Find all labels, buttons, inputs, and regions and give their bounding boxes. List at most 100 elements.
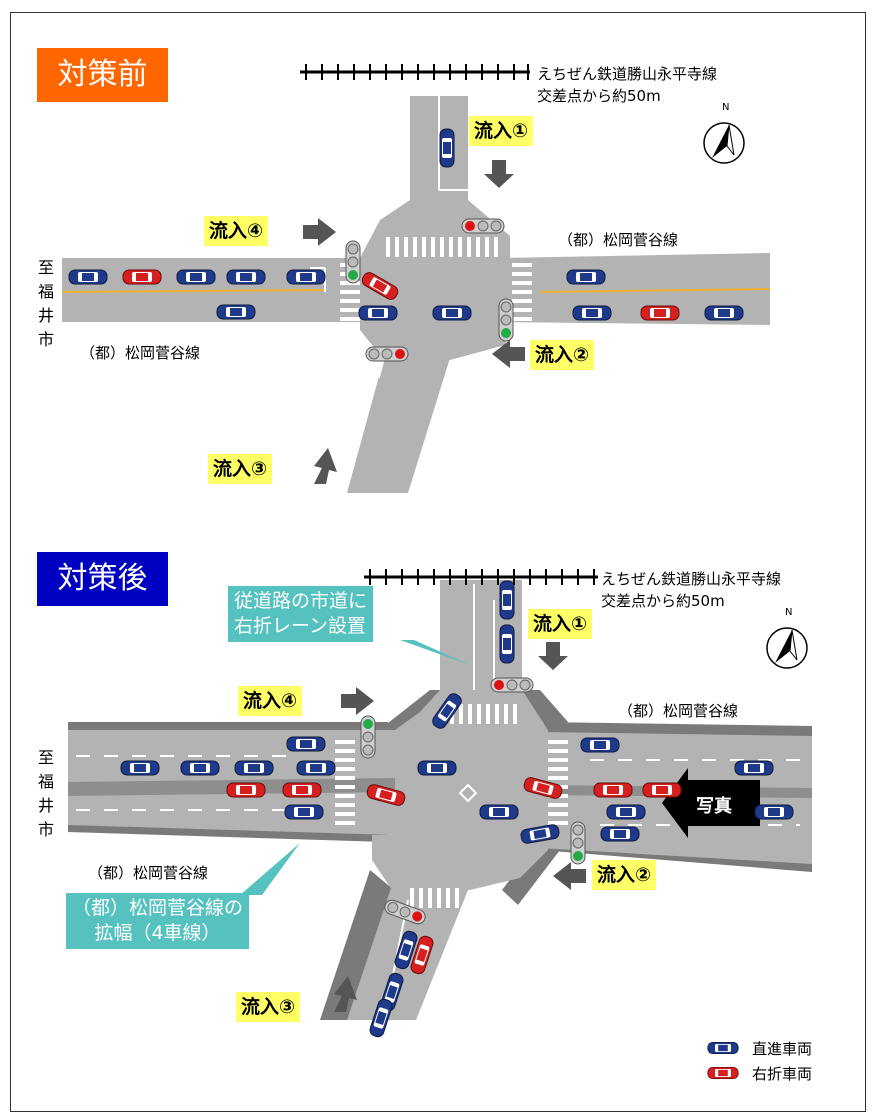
car-icon [358, 305, 398, 321]
callout-road-widening: （都）松岡菅谷線の 拡幅（4車線） [66, 893, 250, 949]
car-icon [642, 782, 682, 798]
car-icon [180, 760, 220, 776]
car-icon [479, 804, 519, 820]
railway-icon [300, 64, 530, 80]
arrow-icon [303, 218, 336, 246]
railway-icon [364, 569, 598, 585]
arrow-icon [492, 340, 525, 368]
callout-line: （都）松岡菅谷線の [72, 897, 244, 919]
inflow-3-label: 流入③ [208, 454, 273, 484]
callout-line: 右折レーン設置 [234, 615, 367, 637]
legend-right-label: 右折車両 [752, 1065, 813, 1083]
north-arrow-icon [703, 122, 745, 164]
photo-arrow-icon [662, 768, 760, 838]
north-label: N [785, 607, 793, 618]
inflow-1-label: 流入① [469, 116, 534, 146]
arrow-icon [334, 976, 357, 1012]
arrow-icon [341, 687, 374, 715]
car-icon [593, 782, 633, 798]
car-icon [432, 305, 472, 321]
callout-line: 従道路の市道に [234, 590, 368, 612]
after-badge: 対策後 [37, 552, 168, 606]
to-fukui-char: 井 [37, 306, 54, 325]
car-icon [572, 305, 612, 321]
car-icon [282, 782, 322, 798]
arrow-icon [538, 642, 568, 670]
car-icon [580, 737, 620, 753]
callout-right-turn-lane: 従道路の市道に 右折レーン設置 [228, 586, 374, 642]
road-name-west: （都）松岡菅谷線 [80, 344, 201, 362]
traffic-signal-icon [365, 346, 409, 362]
car-icon [606, 804, 646, 820]
car-icon [734, 760, 774, 776]
car-icon [68, 269, 108, 285]
traffic-signal-icon [490, 677, 534, 693]
car-icon [284, 804, 324, 820]
callout-line: 拡幅（4車線） [94, 922, 221, 944]
car-icon [226, 269, 266, 285]
car-icon [216, 304, 256, 320]
to-fukui-label: 至 福 井 市 [36, 746, 56, 842]
car-icon [120, 760, 160, 776]
after-section [68, 569, 812, 1039]
intersection-box [372, 690, 548, 890]
car-icon [122, 269, 162, 285]
road-name-east: （都）松岡菅谷線 [618, 702, 739, 720]
railway-label-line2: 交差点から約50m [601, 592, 725, 610]
car-icon [499, 624, 515, 664]
north-arrow-icon [766, 627, 808, 669]
road-name-west: （都）松岡菅谷線 [88, 864, 209, 882]
car-icon [640, 305, 680, 321]
car-icon [286, 736, 326, 752]
to-fukui-char: 井 [37, 796, 54, 815]
car-icon [176, 269, 216, 285]
railway-label-line1: えちぜん鉄道勝山永平寺線 [537, 65, 718, 83]
to-fukui-label: 至 福 井 市 [36, 256, 56, 352]
north-label: N [722, 102, 730, 113]
road-south [347, 358, 450, 493]
to-fukui-char: 福 [37, 282, 54, 301]
legend-straight-icon [707, 1042, 739, 1054]
to-fukui-char: 至 [37, 258, 54, 277]
before-badge: 対策前 [37, 48, 168, 102]
legend-straight-label: 直進車両 [752, 1040, 813, 1058]
arrow-icon [314, 448, 337, 484]
to-fukui-char: 至 [37, 748, 54, 767]
car-icon [417, 760, 457, 776]
car-icon [704, 305, 744, 321]
inflow-2-label: 流入② [592, 860, 657, 890]
car-icon [296, 760, 336, 776]
traffic-signal-icon [498, 298, 514, 342]
car-icon [226, 782, 266, 798]
inflow-1-label: 流入① [528, 609, 593, 639]
arrow-icon [484, 160, 514, 188]
railway-label-line2: 交差点から約50m [537, 87, 661, 105]
car-icon [566, 269, 606, 285]
railway-label-line1: えちぜん鉄道勝山永平寺線 [601, 570, 782, 588]
to-fukui-char: 市 [37, 820, 54, 839]
inflow-2-label: 流入② [530, 340, 595, 370]
inflow-4-label: 流入④ [238, 686, 303, 716]
before-section [61, 64, 771, 493]
traffic-signal-icon [345, 240, 361, 284]
arrow-icon [553, 862, 586, 890]
car-icon [286, 269, 326, 285]
road-east [500, 253, 770, 325]
inflow-4-label: 流入④ [204, 216, 269, 246]
car-icon [439, 128, 455, 168]
figure-frame [10, 12, 866, 1112]
to-fukui-char: 福 [37, 772, 54, 791]
traffic-signal-icon [461, 218, 505, 234]
traffic-signal-icon [360, 715, 376, 759]
car-icon [499, 580, 515, 620]
car-icon [600, 826, 640, 842]
car-icon [754, 804, 794, 820]
traffic-signal-icon [570, 821, 586, 865]
legend-right-icon [707, 1067, 739, 1079]
inflow-3-label: 流入③ [236, 992, 301, 1022]
photo-label: 写真 [696, 796, 732, 817]
road-name-east: （都）松岡菅谷線 [558, 231, 679, 249]
car-icon [234, 760, 274, 776]
to-fukui-char: 市 [37, 330, 54, 349]
